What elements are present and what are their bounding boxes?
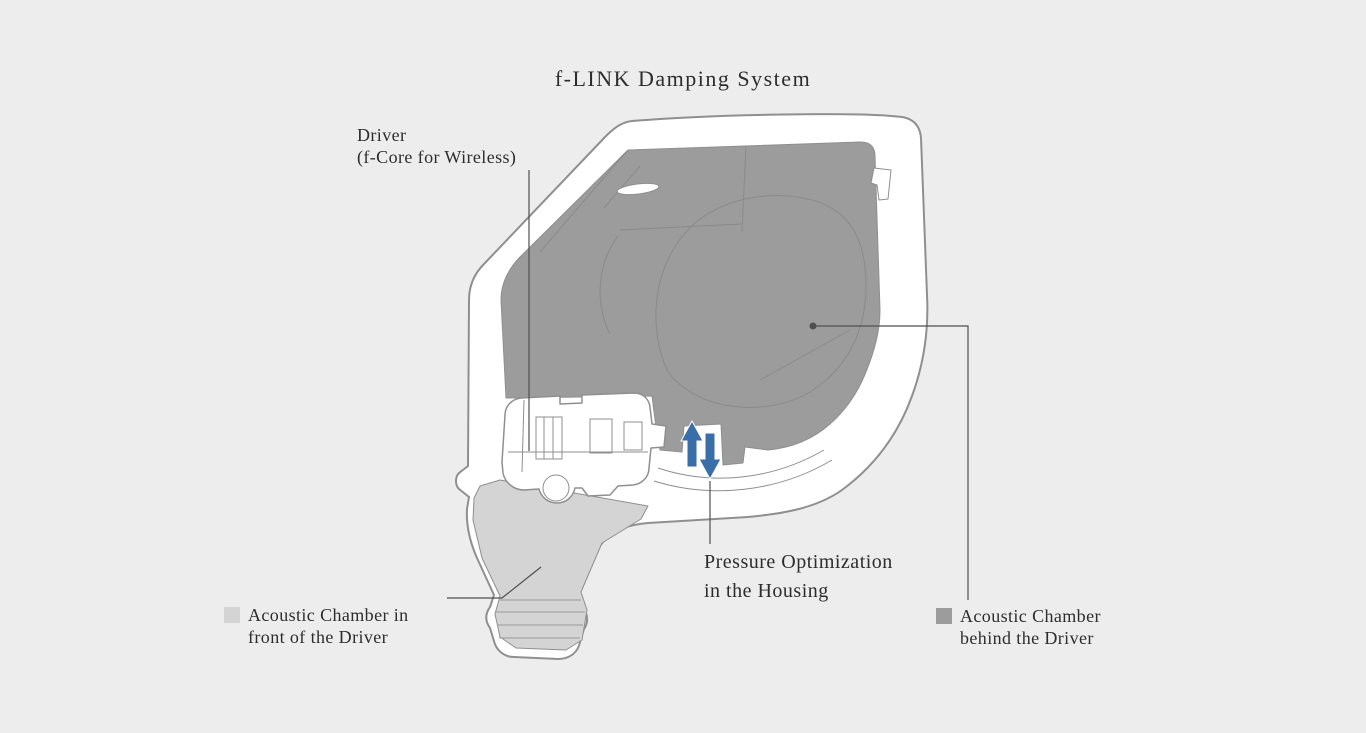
diagram-title: f-LINK Damping System <box>554 66 812 91</box>
inner-wall-lines <box>653 449 833 492</box>
pressure-label-line1: Pressure Optimization <box>704 551 893 573</box>
leader-line-rear-chamber <box>813 325 969 600</box>
legend-front-line2: front of the Driver <box>248 627 389 647</box>
legend-rear-line1: Acoustic Chamber <box>960 606 1101 626</box>
front-chamber-swatch-icon <box>224 607 240 623</box>
legend-front-chamber: Acoustic Chamber in front of the Driver <box>224 604 409 648</box>
leader-dot-rear-chamber <box>809 322 817 330</box>
driver-label-line2: (f-Core for Wireless) <box>357 147 517 167</box>
front-chamber-region <box>472 479 649 651</box>
legend-front-line1: Acoustic Chamber in <box>248 605 409 625</box>
pressure-label: Pressure Optimization in the Housing <box>704 548 893 606</box>
nozzle-rib-lines <box>496 599 585 639</box>
driver-label-line1: Driver <box>357 125 407 145</box>
pressure-arrow-down-icon <box>698 432 722 481</box>
driver-unit <box>501 392 667 504</box>
legend-rear-line2: behind the Driver <box>960 628 1094 648</box>
pressure-label-line2: in the Housing <box>704 580 829 602</box>
internal-component-lines <box>539 145 867 408</box>
driver-label: Driver (f-Core for Wireless) <box>357 124 516 168</box>
leader-lines <box>447 170 969 600</box>
rear-chamber-swatch-icon <box>936 608 952 624</box>
top-vent-slot <box>616 182 660 196</box>
driver-detail-lines <box>508 399 648 502</box>
right-side-tab <box>870 167 892 201</box>
legend-rear-text: Acoustic Chamber behind the Driver <box>960 605 1101 649</box>
legend-front-text: Acoustic Chamber in front of the Driver <box>248 604 409 648</box>
legend-rear-chamber: Acoustic Chamber behind the Driver <box>936 605 1101 649</box>
leader-line-front-chamber <box>447 566 542 599</box>
pressure-arrow-up-icon <box>680 419 704 468</box>
